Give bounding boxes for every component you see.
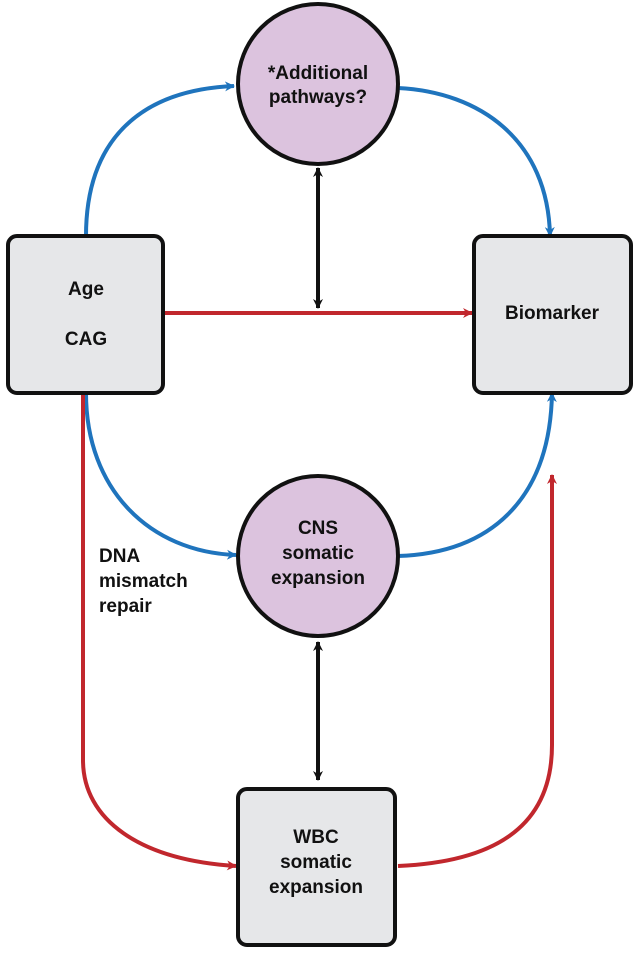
edge-age-to-wbc-expansion — [81, 393, 237, 871]
cag-label: CAG — [65, 329, 107, 350]
cns-expansion-line-2: somatic — [282, 543, 354, 564]
age-label: Age — [68, 279, 104, 300]
edge-label-line-3: repair — [99, 596, 152, 617]
edge-additional-pathways-to-biomarker — [397, 86, 555, 237]
additional-pathways-circle — [236, 2, 400, 166]
edge-age-to-cns-expansion — [84, 392, 237, 560]
node-age-cag: Age CAG — [6, 234, 165, 395]
biomarker-box — [472, 234, 633, 395]
age-cag-box — [6, 234, 165, 395]
additional-pathways-line-2: pathways? — [269, 87, 367, 108]
wbc-expansion-line-3: expansion — [269, 877, 363, 898]
edge-cns-expansion-to-biomarker — [397, 392, 557, 558]
node-cns-somatic-expansion: CNS somatic expansion — [236, 474, 400, 638]
biomarker-label: Biomarker — [505, 303, 600, 324]
cns-expansion-circle — [236, 474, 400, 638]
node-additional-pathways: *Additional pathways? — [236, 2, 400, 166]
node-biomarker: Biomarker — [472, 234, 633, 395]
edge-wbc-expansion-to-biomarker — [397, 474, 557, 868]
dna-mismatch-repair-label: DNA mismatch repair — [99, 546, 188, 617]
wbc-expansion-line-1: WBC — [293, 827, 339, 848]
node-wbc-somatic-expansion: WBC somatic expansion — [236, 787, 397, 947]
edges — [81, 81, 557, 871]
additional-pathways-line-1: *Additional — [268, 63, 368, 84]
edge-label-line-2: mismatch — [99, 571, 188, 592]
edge-label-line-1: DNA — [99, 546, 140, 567]
wbc-expansion-line-2: somatic — [280, 852, 352, 873]
cns-expansion-line-3: expansion — [271, 568, 365, 589]
wbc-expansion-box — [236, 787, 397, 947]
edge-age-to-additional-pathways — [84, 81, 235, 237]
cns-expansion-line-1: CNS — [298, 518, 338, 539]
